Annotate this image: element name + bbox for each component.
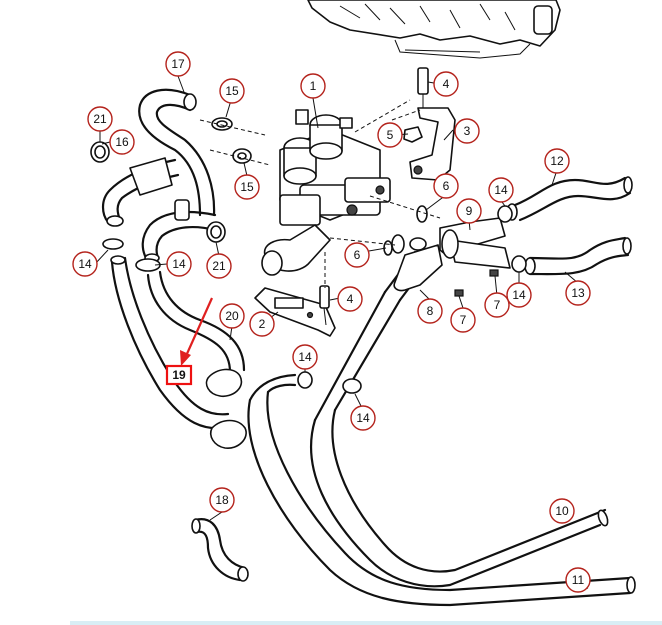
svg-text:7: 7 bbox=[460, 313, 467, 327]
clip-14-d bbox=[342, 378, 362, 394]
callout-3: 3 bbox=[454, 118, 480, 144]
clip-15-upper bbox=[211, 117, 233, 131]
engine-block bbox=[307, 0, 561, 59]
callout-21-lower: 21 bbox=[206, 253, 232, 279]
callout-17: 17 bbox=[165, 51, 191, 77]
callout-5: 5 bbox=[377, 122, 403, 148]
hose-10 bbox=[310, 408, 609, 588]
callout-15-upper: 15 bbox=[219, 78, 245, 104]
sensor-4-upper bbox=[417, 67, 429, 108]
svg-text:8: 8 bbox=[427, 304, 434, 318]
svg-text:2: 2 bbox=[259, 317, 266, 331]
callout-14-b: 14 bbox=[166, 251, 192, 277]
nut-5 bbox=[403, 126, 423, 143]
sensor-4-lower bbox=[319, 285, 330, 326]
callout-6-lower: 6 bbox=[344, 242, 370, 268]
svg-text:19: 19 bbox=[172, 368, 186, 382]
svg-text:14: 14 bbox=[356, 411, 370, 425]
svg-text:1: 1 bbox=[310, 79, 317, 93]
hose-16 bbox=[101, 157, 180, 227]
hose-11 bbox=[247, 373, 636, 607]
fitting-8 bbox=[393, 237, 443, 292]
seal-21-lower bbox=[206, 221, 226, 243]
svg-text:21: 21 bbox=[212, 259, 226, 273]
callout-21-upper: 21 bbox=[87, 106, 113, 132]
callout-10: 10 bbox=[549, 498, 575, 524]
svg-text:14: 14 bbox=[512, 288, 526, 302]
callout-13: 13 bbox=[565, 280, 591, 306]
svg-text:14: 14 bbox=[298, 350, 312, 364]
svg-text:15: 15 bbox=[225, 84, 239, 98]
svg-text:18: 18 bbox=[215, 493, 229, 507]
clip-14-c bbox=[297, 371, 313, 389]
callout-15-lower: 15 bbox=[234, 174, 260, 200]
callout-7-b: 7 bbox=[484, 292, 510, 318]
clip-14-f bbox=[511, 255, 527, 273]
callout-9: 9 bbox=[456, 198, 482, 224]
heater-valve-assembly bbox=[261, 109, 391, 276]
callout-2: 2 bbox=[249, 311, 275, 337]
callout-16: 16 bbox=[109, 129, 135, 155]
callout-20: 20 bbox=[219, 303, 245, 329]
svg-text:3: 3 bbox=[464, 124, 471, 138]
svg-text:7: 7 bbox=[494, 298, 501, 312]
hose-17 bbox=[138, 88, 216, 217]
clip-14-a bbox=[102, 238, 124, 250]
screw-7-b bbox=[489, 269, 499, 277]
svg-text:9: 9 bbox=[466, 204, 473, 218]
callout-6-upper: 6 bbox=[433, 173, 459, 199]
svg-text:17: 17 bbox=[171, 57, 185, 71]
bracket-3 bbox=[409, 107, 456, 181]
callout-4-lower: 4 bbox=[337, 286, 363, 312]
svg-text:5: 5 bbox=[387, 128, 394, 142]
svg-text:12: 12 bbox=[550, 154, 564, 168]
clip-14-e bbox=[497, 205, 513, 223]
hose-18 bbox=[191, 518, 249, 582]
svg-text:13: 13 bbox=[571, 286, 585, 300]
callout-14-e: 14 bbox=[488, 177, 514, 203]
seal-21-upper bbox=[90, 141, 110, 163]
svg-text:15: 15 bbox=[240, 180, 254, 194]
svg-text:14: 14 bbox=[494, 183, 508, 197]
svg-text:21: 21 bbox=[93, 112, 107, 126]
callout-11: 11 bbox=[565, 567, 591, 593]
callout-18: 18 bbox=[209, 487, 235, 513]
connector-9 bbox=[439, 217, 511, 269]
hose-20 bbox=[146, 270, 246, 398]
red-arrow-indicator bbox=[180, 297, 214, 366]
svg-text:4: 4 bbox=[347, 292, 354, 306]
bottom-rule bbox=[70, 621, 662, 625]
callout-4-upper: 4 bbox=[433, 71, 459, 97]
callout-1: 1 bbox=[300, 73, 326, 99]
callout-12: 12 bbox=[544, 148, 570, 174]
hose-12 bbox=[506, 176, 633, 222]
bracket-2 bbox=[254, 287, 336, 337]
clip-15-lower bbox=[232, 148, 252, 164]
svg-text:10: 10 bbox=[555, 504, 569, 518]
svg-text:20: 20 bbox=[225, 309, 239, 323]
callout-19-highlighted: 19 bbox=[165, 364, 193, 386]
seal-6-upper bbox=[416, 205, 428, 223]
callout-14-c: 14 bbox=[292, 344, 318, 370]
svg-text:6: 6 bbox=[443, 179, 450, 193]
callout-14-d: 14 bbox=[350, 405, 376, 431]
svg-text:14: 14 bbox=[172, 257, 186, 271]
callout-14-f: 14 bbox=[506, 282, 532, 308]
svg-text:11: 11 bbox=[572, 573, 585, 587]
callout-8: 8 bbox=[417, 298, 443, 324]
svg-text:6: 6 bbox=[354, 248, 361, 262]
screw-7-a bbox=[454, 289, 464, 297]
callout-14-a: 14 bbox=[72, 251, 98, 277]
callout-7-a: 7 bbox=[450, 307, 476, 333]
hose-13 bbox=[524, 236, 632, 276]
svg-text:4: 4 bbox=[443, 77, 450, 91]
svg-text:14: 14 bbox=[78, 257, 92, 271]
assembly-guide-lines bbox=[199, 99, 441, 288]
svg-text:16: 16 bbox=[115, 135, 129, 149]
hose-19 bbox=[110, 255, 247, 449]
